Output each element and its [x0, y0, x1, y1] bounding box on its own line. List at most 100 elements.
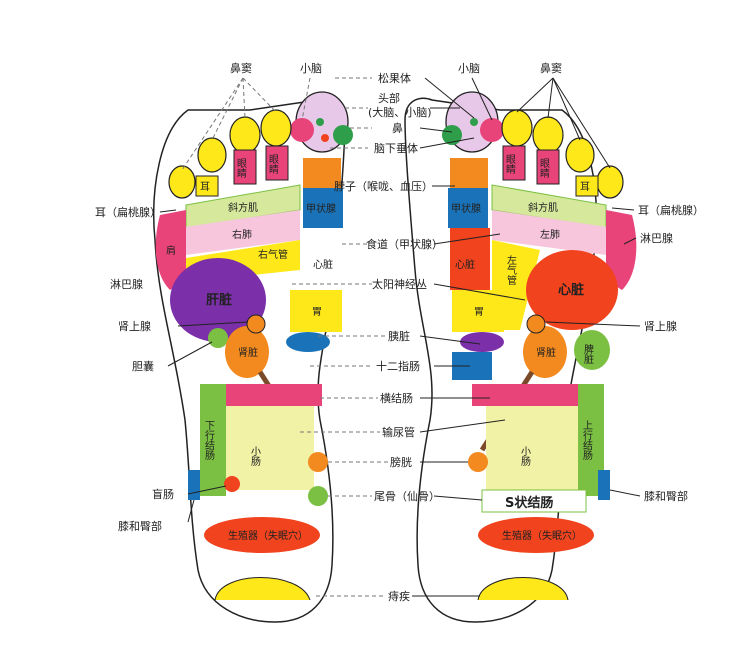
right-bronchus-label: 左气管: [505, 254, 517, 286]
left-toe-3: [229, 116, 261, 154]
left-cecum-spot: [224, 476, 240, 492]
label-coccyx: 尾骨（仙骨）: [374, 490, 440, 503]
left-neck-zone: [303, 158, 341, 188]
left-coccyx-spot: [308, 486, 328, 506]
right-ascending-colon-label: 上行结肠: [581, 420, 593, 461]
left-stomach-zone: [290, 290, 342, 332]
right-knee-zone: [598, 470, 610, 500]
right-sigmoid-colon-label: S状结肠: [505, 495, 553, 511]
label-nose: 鼻: [392, 121, 403, 135]
right-small-intestine-label: 小肠: [519, 446, 531, 467]
label-ureter: 输尿管: [382, 425, 415, 439]
right-kidney-zone: [523, 326, 567, 378]
left-heart-label: 心脏: [313, 258, 333, 271]
left-hypothalamus-spot: [321, 134, 329, 142]
right-eye-label-2: 眼睛: [538, 158, 550, 178]
label-adrenal-right: 肾上腺: [644, 319, 677, 333]
left-shoulder-label: 肩: [166, 244, 176, 257]
label-adrenal-left: 肾上腺: [118, 319, 151, 333]
right-cerebellum-spot: [480, 118, 504, 142]
right-heart-zone: [526, 250, 618, 330]
left-ear-label: 耳: [200, 181, 210, 193]
left-kidney-label: 肾脏: [238, 346, 258, 359]
left-genitals-label: 生殖器（失眠穴）: [228, 529, 308, 542]
right-toe-5: [596, 165, 624, 199]
right-nose-spot: [442, 125, 462, 145]
right-shoulder-zone: [606, 210, 637, 290]
left-descending-colon-zone: [200, 384, 226, 496]
label-cecum: 盲肠: [152, 487, 174, 501]
right-heart-upper-zone: [450, 228, 490, 290]
label-ear-tonsil-right: 耳（扁桃腺）: [638, 203, 704, 217]
left-nose-spot: [333, 125, 353, 145]
label-head-sub: (大脑、小脑): [368, 105, 432, 119]
label-pineal: 松果体: [378, 71, 411, 85]
right-genitals-label: 生殖器（失眠穴）: [502, 529, 582, 542]
right-thyroid-zone: [448, 188, 488, 228]
label-sinus-right: 鼻窦: [540, 61, 562, 75]
right-toe-3: [532, 116, 564, 154]
right-ear-label: 耳: [580, 181, 590, 193]
label-neck: 脖子（喉咙、血压）: [334, 179, 433, 193]
left-pancreas-spot: [286, 332, 330, 352]
left-thyroid-zone: [303, 188, 343, 228]
left-toe-2: [260, 109, 292, 147]
leader-lines: [159, 77, 641, 597]
right-stomach-zone: [452, 290, 504, 332]
right-transverse-colon-zone: [472, 384, 602, 406]
right-spleen-label: 脾脏: [582, 343, 594, 365]
label-pancreas: 胰脏: [388, 329, 410, 343]
left-thyroid-label: 甲状腺: [306, 202, 336, 215]
right-lung-label: 左肺: [540, 228, 560, 241]
right-sigmoid-colon-zone: [481, 489, 587, 513]
right-small-intestine-zone: [486, 406, 578, 490]
label-solar-plexus: 太阳神经丛: [372, 277, 427, 291]
right-adrenal-spot: [526, 314, 546, 334]
right-foot: 眼睛 眼睛 耳 甲状腺 斜方肌 左肺 心脏 左气管 心脏 胃 肾脏 脾脏 上行结…: [404, 91, 637, 623]
label-lymph-left: 淋巴腺: [110, 277, 143, 291]
right-pineal-spot: [470, 118, 478, 126]
right-eye-label-1: 眼睛: [504, 154, 516, 174]
right-trapezius-label: 斜方肌: [528, 201, 558, 214]
label-knee-hip-left: 膝和臀部: [118, 519, 162, 533]
label-esophagus: 食道（甲状腺）: [366, 237, 443, 251]
right-bladder-spot: [468, 452, 488, 472]
left-lung-label: 右肺: [232, 228, 252, 241]
left-stomach-label: 胃: [312, 306, 322, 318]
right-neck-zone: [450, 158, 488, 188]
right-heel-arch: [477, 577, 569, 601]
left-heart-zone: [303, 228, 343, 290]
label-transverse-colon: 横结肠: [380, 391, 413, 405]
left-kidney-zone: [225, 326, 269, 378]
left-shoulder-zone: [155, 210, 186, 290]
left-liver-zone: [170, 258, 266, 342]
label-hemorrhoids: 痔疾: [388, 589, 410, 603]
right-eye-zone-2: [536, 149, 560, 185]
right-heart-label: 心脏: [558, 282, 584, 298]
label-gallbladder: 胆囊: [132, 359, 154, 373]
label-duodenum: 十二指肠: [376, 359, 420, 373]
label-lymph-right: 淋巴腺: [640, 231, 673, 245]
right-toe-2: [501, 109, 533, 147]
left-bronchus-label: 右气管: [258, 248, 288, 261]
left-small-intestine-zone: [226, 406, 314, 490]
left-eye-label-2: 眼睛: [267, 154, 279, 174]
left-transverse-colon-zone: [206, 384, 322, 406]
label-knee-hip-right: 膝和臀部: [644, 489, 688, 503]
label-cerebellum-left: 小脑: [300, 62, 322, 75]
left-pineal-spot: [316, 118, 324, 126]
right-spleen-zone: [574, 330, 610, 370]
right-pancreas-spot: [460, 332, 504, 352]
left-cerebellum-spot: [290, 118, 314, 142]
right-lung-zone: [492, 210, 614, 256]
right-eye-zone-1: [502, 145, 526, 181]
left-genitals-zone: [204, 517, 320, 553]
left-gallbladder-spot: [208, 328, 228, 348]
right-stomach-label: 胃: [474, 306, 484, 318]
left-toe-5: [168, 165, 196, 199]
right-toe-4: [565, 137, 595, 173]
outer-labels: 鼻窦 小脑 松果体 小脑 鼻窦 头部 (大脑、小脑) 鼻 脑下垂体 脖子（喉咙、…: [95, 61, 704, 603]
left-eye-label-1: 眼睛: [235, 158, 247, 178]
